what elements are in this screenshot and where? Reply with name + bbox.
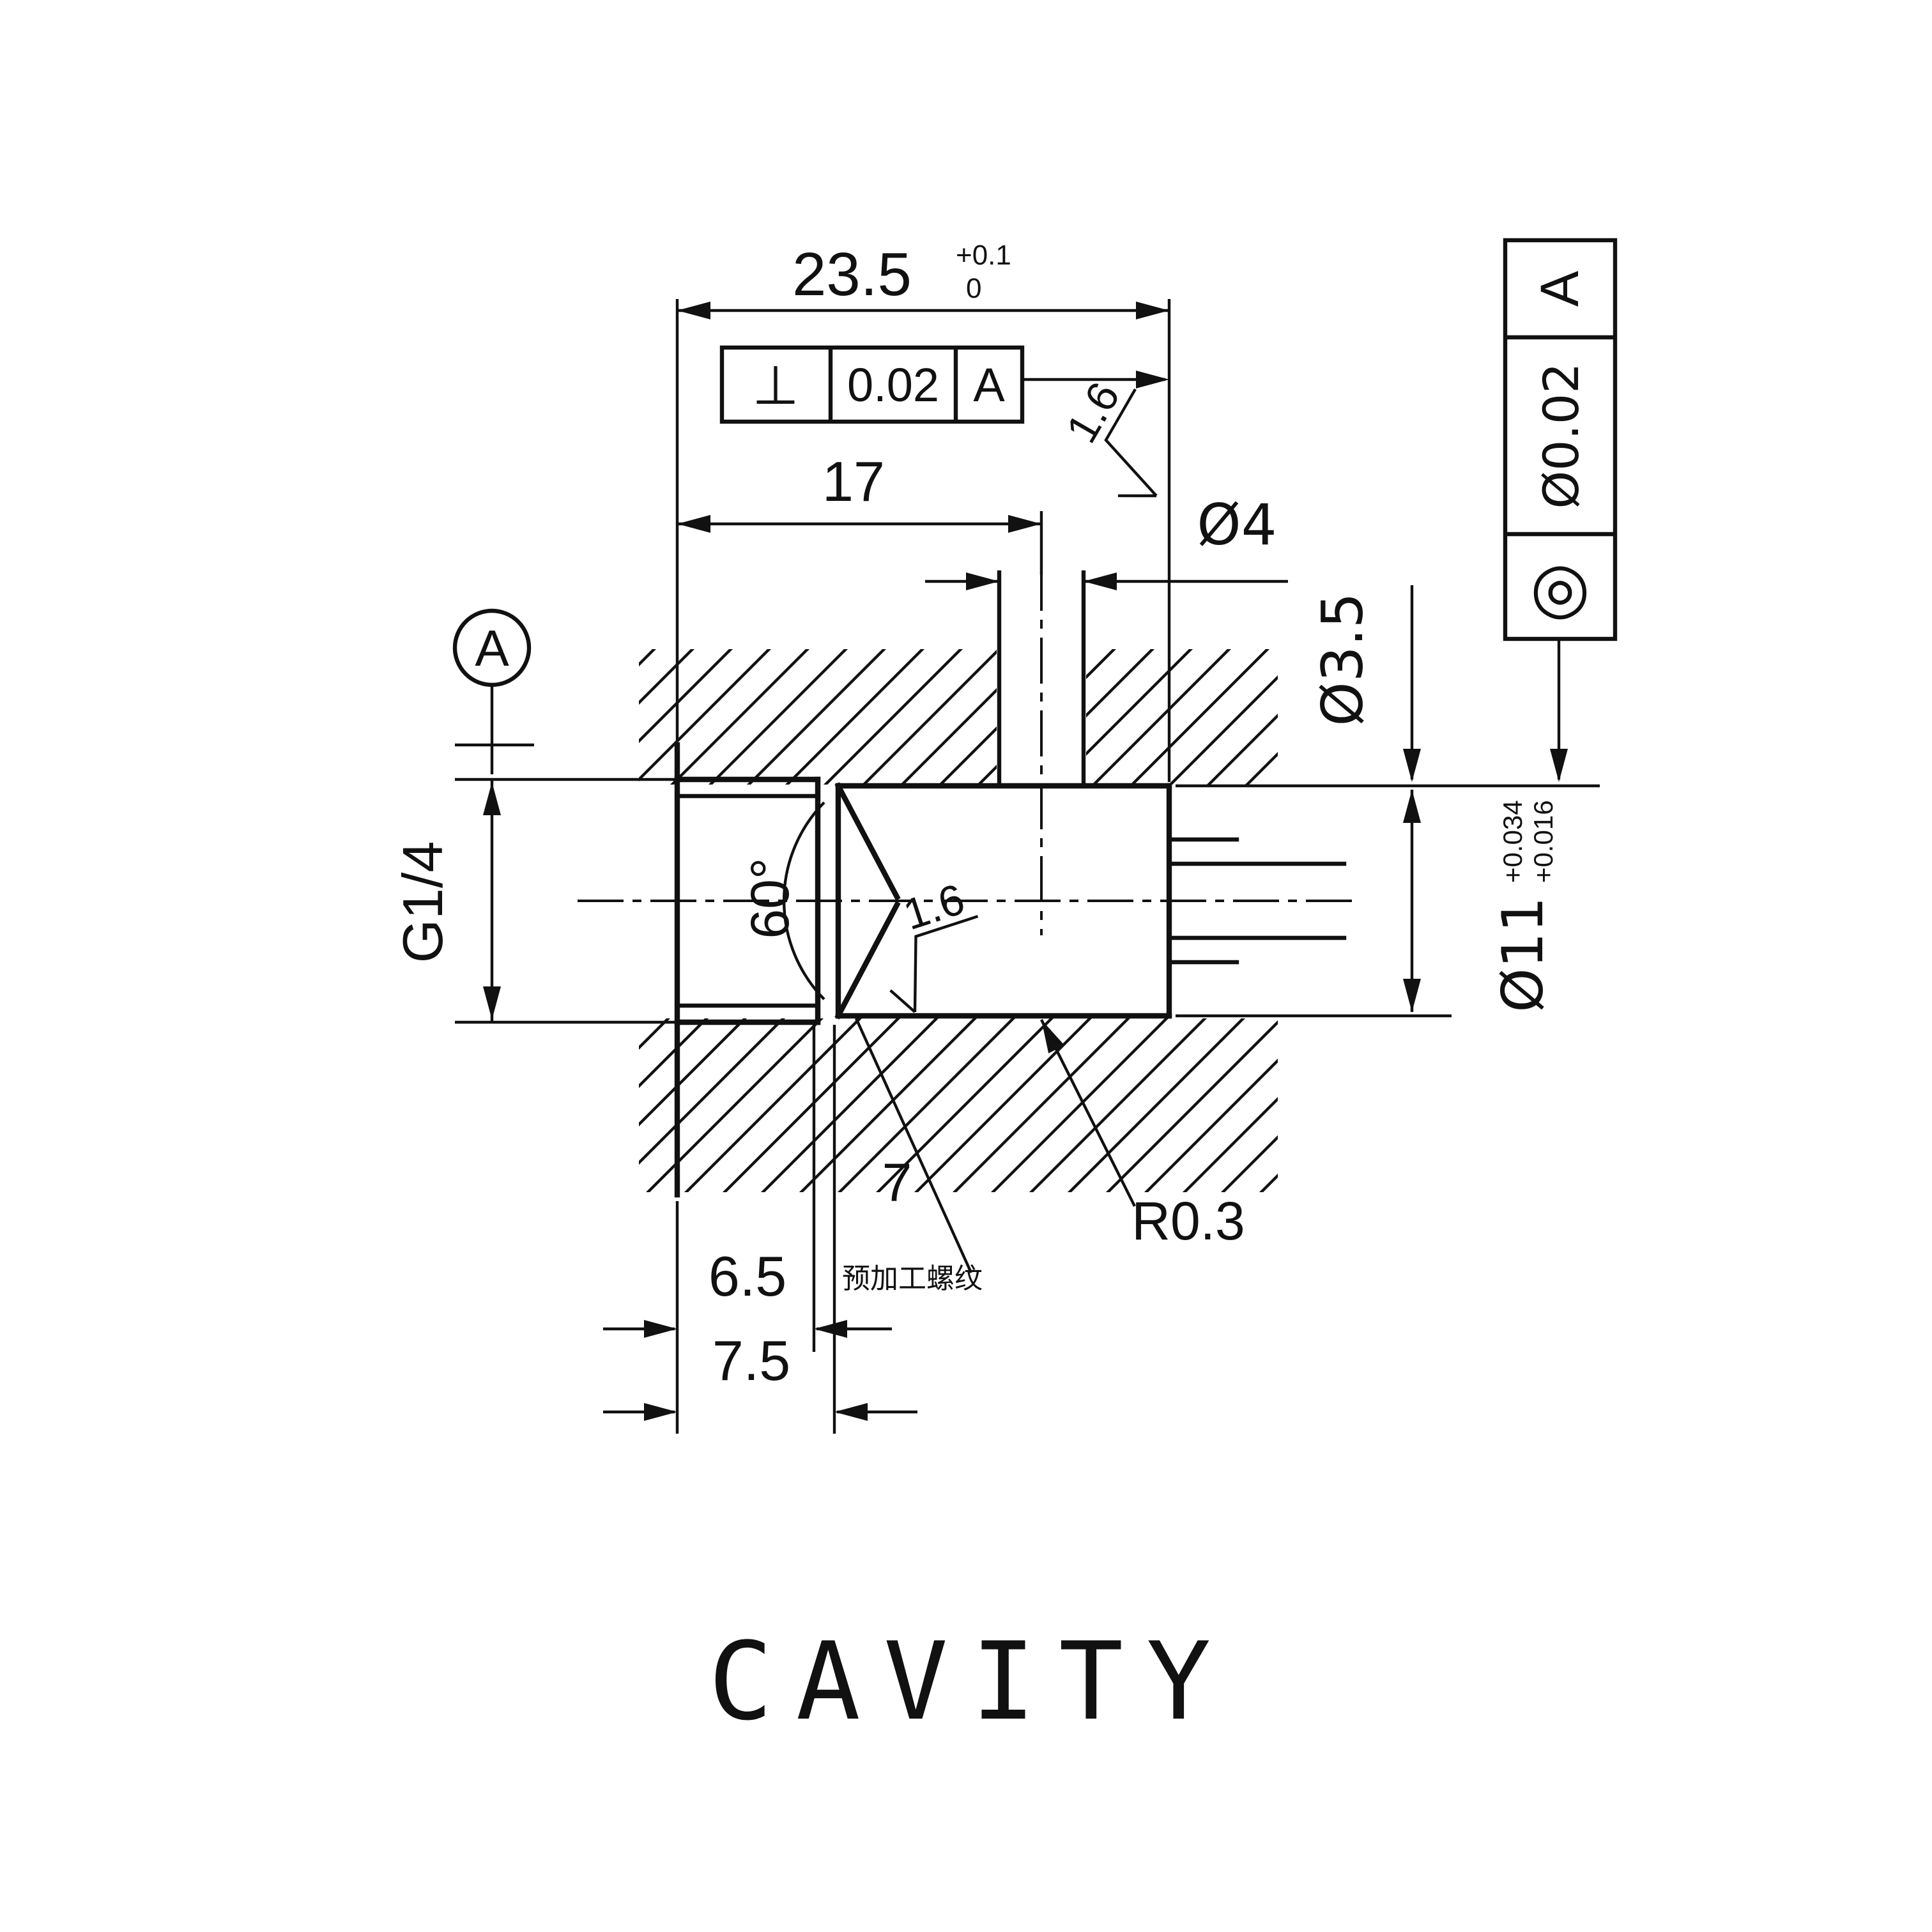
fcf-concentricity: A Ø0.02 ◎: [1503, 238, 1618, 641]
dim-75-value: 7.5: [712, 1329, 790, 1392]
fcf-perp-datum: A: [973, 358, 1005, 411]
dimension-arrows: [483, 302, 1568, 1421]
hatch-upper-left: [639, 649, 997, 785]
dim-23-5-tol-lower: 0: [966, 273, 981, 304]
dim-dia4-value: Ø4: [1197, 492, 1276, 558]
dim-thread-value: G1/4: [391, 841, 454, 963]
dim-65-value: 6.5: [709, 1245, 786, 1308]
dim-dia35-value: Ø3.5: [1310, 592, 1376, 726]
dim-dia11-tol-upper: +0.034: [1498, 800, 1528, 883]
dim-angle-value: 60°: [740, 857, 800, 939]
dim-7-value: 7: [882, 1153, 912, 1213]
roughness-top-value: 1.6: [1057, 374, 1129, 451]
datum-a: A: [452, 608, 532, 687]
fcf-conc-datum: A: [1529, 271, 1590, 307]
section-hatching: [639, 649, 1278, 1192]
hatch-lower: [639, 1018, 1278, 1192]
fcf-perpendicularity: ⊥ 0.02 A: [719, 345, 1025, 424]
dim-dia11: Ø11 +0.034 +0.016: [1490, 800, 1558, 1012]
dim-dia11-value: Ø11: [1490, 896, 1556, 1012]
dim-17-value: 17: [822, 450, 885, 513]
datum-a-label: A: [475, 620, 509, 677]
drawing-title: CAVITY: [709, 1619, 1234, 1744]
perpendicularity-icon: ⊥: [752, 354, 799, 417]
bore-detail-lines: [677, 570, 1347, 1008]
roughness-symbol-top: 1.6: [1057, 374, 1158, 498]
dim-23-5: 23.5 +0.1 0: [792, 240, 1011, 309]
hatch-upper-right: [1086, 649, 1278, 785]
roughness-bore-value: 1.6: [898, 875, 970, 939]
roughness-symbol-bore: 1.6: [889, 875, 979, 1013]
centerlines: [578, 565, 1357, 935]
dim-23-5-tol-upper: +0.1: [956, 240, 1011, 271]
concentricity-icon: ◎: [1530, 548, 1590, 627]
machining-note: 预加工螺纹: [842, 1263, 983, 1294]
dim-23-5-value: 23.5: [792, 240, 912, 309]
dim-dia11-tol-lower: +0.016: [1528, 800, 1558, 883]
dim-radius-value: R0.3: [1131, 1191, 1245, 1251]
fcf-conc-tolerance: Ø0.02: [1533, 362, 1590, 509]
dimension-and-extension-lines: [455, 299, 1600, 1434]
fcf-perp-tolerance: 0.02: [847, 358, 939, 411]
